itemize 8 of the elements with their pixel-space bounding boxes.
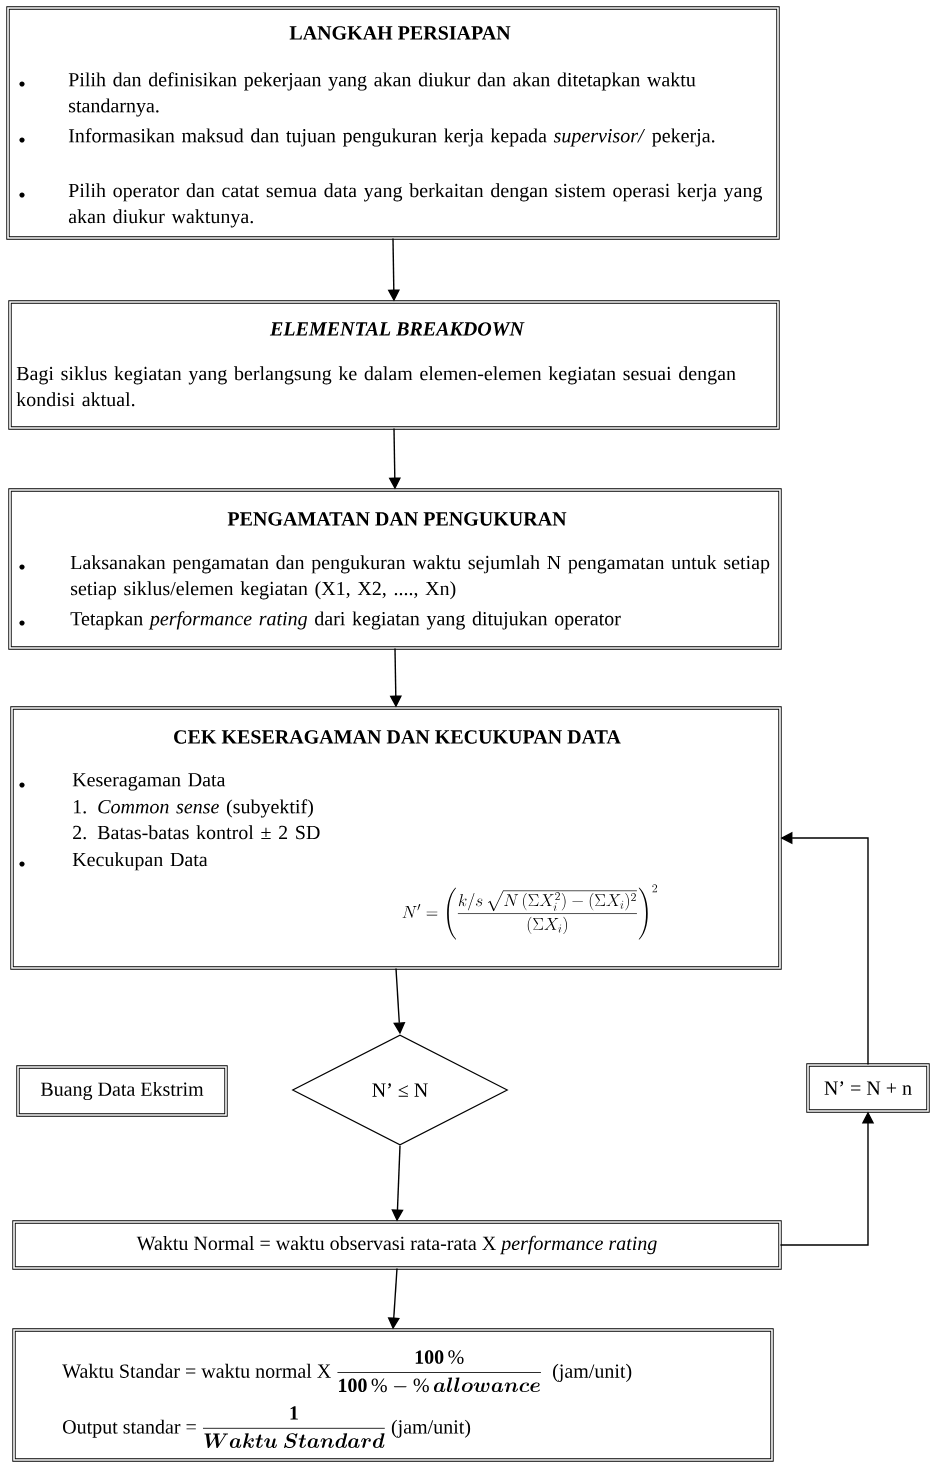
process-box: ELEMENTAL BREAKDOWN Bagi siklus kegiatan yang berlangsung ke dalam elemen-elemen kegiatan sesuai dengan kondisi aktual. xyxy=(8,300,780,430)
process-box: Buang Data Ekstrim xyxy=(16,1065,228,1117)
process-box: Waktu Normal = waktu observasi rata-rata X performance rating xyxy=(12,1220,782,1270)
process-box: PENGAMATAN DAN PENGUKURAN Laksanakan pengamatan dan pengukuran waktu sejumlah N pengamatan untuk setiap setiap siklus/elemen kegiatan (X1, X2, ...., Xn) Tetapkan performance rating dari kegiatan yang ditujukan operator xyxy=(8,488,782,650)
process-box: N’ = N + n xyxy=(806,1063,930,1113)
process-box: $\text{Waktu Standar = waktu normal X }\frac{\mathbf{100\,\%}}{\mathbf{100\,\% - \%}\,\boldsymbol{allowance}}\text{ \ (jam/unit)}$ $\text{Output standar = }\frac{\mathbf{1}}{\boldsymbol{Waktu\ Standard}}\text{ (jam/unit)}$ xyxy=(12,1328,774,1462)
process-box: LANGKAH PERSIAPAN Pilih dan definisikan pekerjaan yang akan diukur dan akan ditetapkan waktu standarnya. Informasikan maksud dan tujuan pengukuran kerja kepada supervisor/ pekerja. Pilih operator dan catat semua data yang berkaitan dengan sistem operasi kerja yang akan diukur waktunya. xyxy=(6,6,780,240)
process-box: CEK KESERAGAMAN DAN KECUKUPAN DATA Keseragaman Data 1. Common sense (subyektif) 2. Batas-batas kontrol ± 2 SD Kecukupan Data $N' = \left(\frac{k/s\,\sqrt{N\,(\Sigma X_i^2) - (\Sigma X_i)^2}}{(\Sigma X_i)}\right)^2$ xyxy=(10,706,782,970)
